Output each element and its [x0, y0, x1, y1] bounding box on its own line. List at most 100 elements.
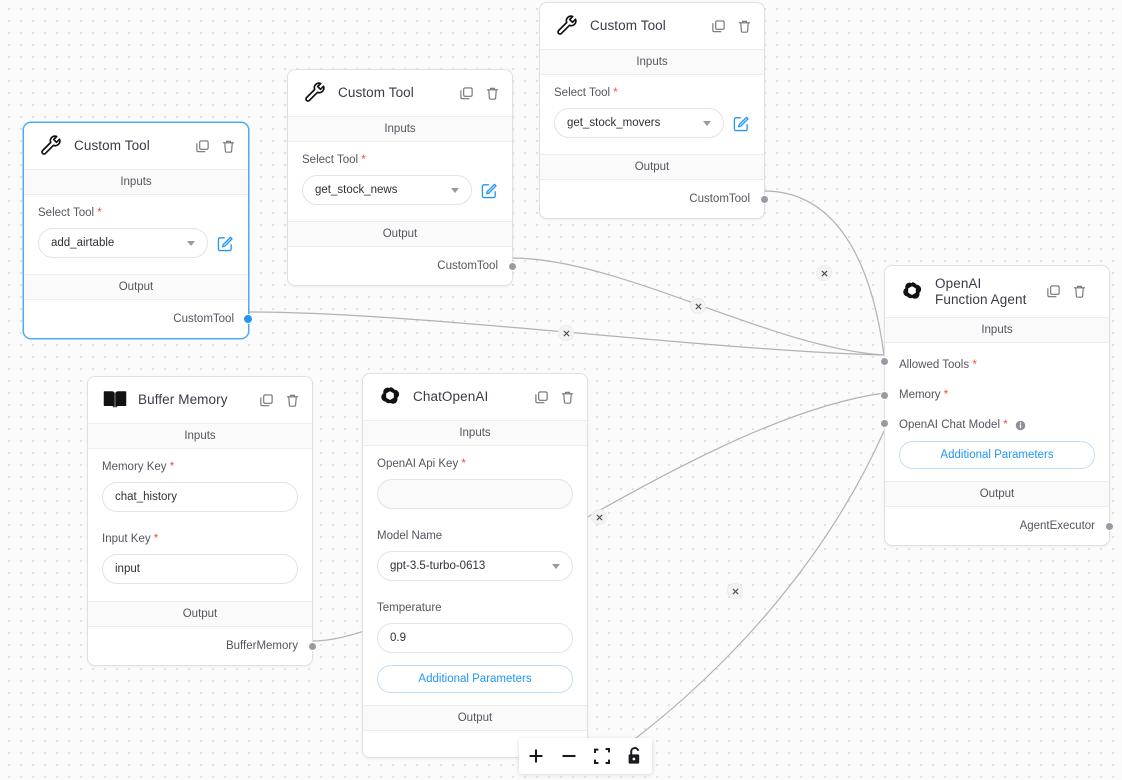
- edit-icon[interactable]: [733, 115, 750, 132]
- edge-delete-button[interactable]: [591, 509, 607, 525]
- edge-delete-button[interactable]: [816, 265, 832, 281]
- memory-anchor[interactable]: [880, 390, 889, 400]
- output-row: AgentExecutor: [885, 507, 1114, 545]
- input-openai-chat-model: OpenAI Chat Model *: [880, 410, 1109, 437]
- node-buffer-memory[interactable]: Buffer Memory Inputs Memory Key * chat_h…: [87, 376, 317, 666]
- memory-key-field: Memory Key * chat_history: [88, 449, 312, 516]
- info-icon[interactable]: [1015, 420, 1026, 431]
- select-tool-dropdown[interactable]: add_airtable: [38, 228, 208, 258]
- node-title: Custom Tool: [74, 138, 150, 154]
- required-marker: *: [613, 87, 618, 99]
- node-title: OpenAI Function Agent: [935, 276, 1027, 307]
- edge-delete-button[interactable]: [558, 325, 574, 341]
- canvas-controls-toolbar[interactable]: [519, 738, 652, 774]
- node-custom-tool-3[interactable]: Custom Tool Inputs Select Tool * get_sto…: [539, 2, 769, 219]
- select-tool-field: Select Tool * get_stock_news: [288, 142, 512, 209]
- input-allowed-tools: Allowed Tools *: [880, 343, 1109, 380]
- output-row: CustomTool: [288, 247, 517, 285]
- input-key-field: Input Key * input: [88, 516, 312, 588]
- zoom-out-button[interactable]: [552, 738, 585, 774]
- zoom-in-button[interactable]: [519, 738, 552, 774]
- inputs-section-label: Inputs: [540, 49, 764, 75]
- output-label: CustomTool: [689, 193, 750, 205]
- input-key-input[interactable]: input: [102, 554, 298, 584]
- required-marker: *: [461, 458, 466, 470]
- node-custom-tool-2[interactable]: Custom Tool Inputs Select Tool * get_sto…: [287, 69, 517, 286]
- output-anchor[interactable]: [760, 194, 769, 204]
- model-name-field: Model Name gpt-3.5-turbo-0613: [363, 513, 587, 585]
- node-actions: [710, 18, 752, 34]
- node-custom-tool-1[interactable]: Custom Tool Inputs Select Tool * add_air…: [23, 122, 253, 339]
- chevron-down-icon: [187, 241, 195, 246]
- fit-view-button[interactable]: [586, 738, 619, 774]
- openai-api-key-input[interactable]: [377, 479, 573, 509]
- input-memory: Memory *: [880, 380, 1109, 410]
- duplicate-icon[interactable]: [194, 138, 210, 154]
- select-tool-label: Select Tool *: [554, 87, 618, 99]
- chevron-down-icon: [703, 121, 711, 126]
- trash-icon[interactable]: [736, 18, 752, 34]
- openai-icon: [899, 279, 925, 305]
- output-section-label: Output: [363, 705, 587, 731]
- output-anchor[interactable]: [1105, 521, 1114, 531]
- openai-api-key-label: OpenAI Api Key *: [377, 458, 466, 470]
- node-header: ChatOpenAI: [363, 374, 587, 420]
- openai-chat-model-anchor[interactable]: [880, 419, 889, 429]
- duplicate-icon[interactable]: [258, 392, 274, 408]
- edit-icon[interactable]: [217, 235, 234, 252]
- temperature-value: 0.9: [390, 632, 406, 644]
- trash-icon[interactable]: [484, 85, 500, 101]
- temperature-input[interactable]: 0.9: [377, 623, 573, 653]
- select-tool-value: get_stock_news: [315, 184, 398, 196]
- edge-delete-button[interactable]: [690, 298, 706, 314]
- edge-delete-button[interactable]: [727, 583, 743, 599]
- allowed-tools-anchor[interactable]: [880, 357, 889, 367]
- memory-label: Memory: [899, 389, 941, 402]
- input-key-value: input: [115, 563, 140, 575]
- output-label: AgentExecutor: [1019, 520, 1095, 533]
- output-row: CustomTool: [24, 300, 253, 338]
- output-label: CustomTool: [173, 313, 234, 325]
- required-marker: *: [361, 154, 366, 166]
- duplicate-icon[interactable]: [1045, 284, 1061, 300]
- node-chat-openai[interactable]: ChatOpenAI Inputs OpenAI Api Key * Model…: [362, 373, 592, 758]
- duplicate-icon[interactable]: [458, 85, 474, 101]
- inputs-section-label: Inputs: [885, 317, 1109, 344]
- output-section-label: Output: [288, 221, 512, 247]
- chevron-down-icon: [552, 564, 560, 569]
- node-actions: [194, 138, 236, 154]
- output-anchor[interactable]: [508, 261, 517, 271]
- inputs-section-label: Inputs: [24, 169, 248, 195]
- required-marker: *: [97, 207, 102, 219]
- select-tool-dropdown[interactable]: get_stock_movers: [554, 108, 724, 138]
- memory-key-value: chat_history: [115, 491, 178, 503]
- node-title: Buffer Memory: [138, 392, 228, 408]
- edit-icon[interactable]: [481, 182, 498, 199]
- required-marker: *: [169, 461, 175, 473]
- memory-key-input[interactable]: chat_history: [102, 482, 298, 512]
- trash-icon[interactable]: [559, 389, 575, 405]
- output-label: BufferMemory: [225, 640, 298, 652]
- additional-parameters-button[interactable]: Additional Parameters: [377, 665, 573, 693]
- trash-icon[interactable]: [1071, 284, 1087, 300]
- wrench-icon: [38, 133, 64, 159]
- output-label: CustomTool: [437, 260, 498, 272]
- node-header: Custom Tool: [288, 70, 512, 116]
- trash-icon[interactable]: [284, 392, 300, 408]
- openai-api-key-field: OpenAI Api Key *: [363, 446, 587, 513]
- model-name-dropdown[interactable]: gpt-3.5-turbo-0613: [377, 551, 573, 581]
- unlock-icon[interactable]: [619, 738, 652, 774]
- additional-parameters-button[interactable]: Additional Parameters: [899, 441, 1095, 470]
- select-tool-dropdown[interactable]: get_stock_news: [302, 175, 472, 205]
- output-section-label: Output: [540, 154, 764, 180]
- temperature-label: Temperature: [377, 602, 442, 614]
- output-anchor[interactable]: [243, 314, 253, 324]
- trash-icon[interactable]: [220, 138, 236, 154]
- inputs-section-label: Inputs: [88, 423, 312, 449]
- output-anchor[interactable]: [308, 641, 317, 651]
- node-openai-function-agent[interactable]: OpenAI Function Agent Inputs Allowed Too…: [880, 265, 1114, 547]
- duplicate-icon[interactable]: [533, 389, 549, 405]
- edge-chat-openai: [586, 430, 885, 773]
- duplicate-icon[interactable]: [710, 18, 726, 34]
